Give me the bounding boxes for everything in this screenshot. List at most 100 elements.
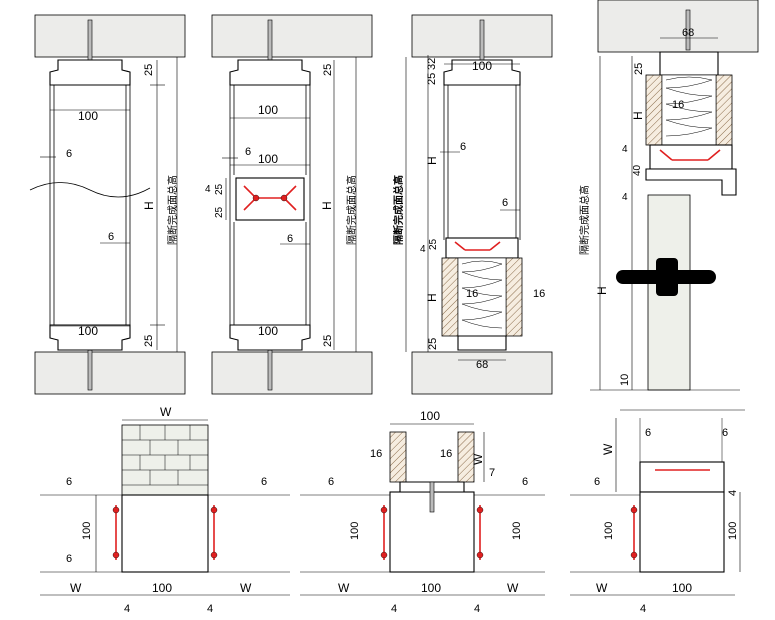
plan-3: 6 6 W 6 4 100 100 W 100 4 xyxy=(570,409,745,615)
dim-gap-a: 6 xyxy=(66,148,72,160)
dim-m4-l: 4 xyxy=(124,603,130,615)
dim-gap-a: 6 xyxy=(460,141,466,153)
wall-right xyxy=(208,494,290,573)
dim-width-bottom: 100 xyxy=(78,324,98,338)
dim-width: 100 xyxy=(672,581,692,595)
dim-width-top: 100 xyxy=(78,109,98,123)
dim-gap-a: 6 xyxy=(245,146,251,158)
glass-head-profile xyxy=(639,461,725,493)
seal-node xyxy=(210,551,218,559)
seal-node xyxy=(210,506,218,514)
dim-depth: 100 xyxy=(81,522,93,540)
insulation-core xyxy=(661,74,717,146)
dim-gap-r: 6 xyxy=(522,476,528,488)
dim-depth-r: 100 xyxy=(727,522,739,540)
dim-right-16: 16 xyxy=(533,288,545,300)
tile-pattern xyxy=(122,425,208,486)
ceiling-slab xyxy=(34,14,186,58)
plan-1: W 6 6 100 6 W 100 W 4 4 xyxy=(40,405,290,615)
dim-w: W xyxy=(601,443,615,455)
seal-profile xyxy=(659,149,721,161)
bottom-track xyxy=(457,335,507,351)
seal-node xyxy=(280,194,288,202)
dim-width: 100 xyxy=(152,581,172,595)
dim-w-right: W xyxy=(507,581,519,595)
ceiling-anchor-screw xyxy=(87,19,93,61)
dim-width-top: 100 xyxy=(472,59,492,73)
section-caption: 隔断完成面总高 xyxy=(578,185,591,255)
dim-width-top: 68 xyxy=(682,27,694,39)
dim-gap-r: 6 xyxy=(261,476,267,488)
top-track xyxy=(659,51,719,76)
ceiling-anchor-screw xyxy=(267,19,273,61)
floor-anchor-screw xyxy=(87,349,93,391)
insulation-pattern xyxy=(665,76,713,137)
wall-stud xyxy=(121,494,209,573)
seal-profile xyxy=(243,185,297,211)
dim-top-32: 32 xyxy=(426,58,438,70)
glass-head-profile xyxy=(645,168,737,196)
timber-cladding-left xyxy=(645,74,663,146)
wall-left xyxy=(570,494,640,573)
dim-h: H xyxy=(320,201,334,210)
dim-gap-b: 6 xyxy=(502,197,508,209)
floor-slab xyxy=(211,351,373,395)
insulation-pattern xyxy=(461,260,503,329)
dim-width-bottom: 68 xyxy=(476,359,488,371)
anchor-screw xyxy=(429,481,435,513)
section-4: 68 25 H 16 4 40 4 H 10 隔断完成面总高 xyxy=(578,0,759,391)
timber-cladding-left xyxy=(389,431,407,483)
section-3: 25 32 100 H 6 6 25 4 H 16 16 25 68 隔断完成面… xyxy=(392,14,553,395)
dim-depth-r: 100 xyxy=(511,522,523,540)
dim-m4-b: 4 xyxy=(640,603,646,615)
dim-w-top: W xyxy=(160,405,172,419)
timber-cladding-right xyxy=(505,257,523,337)
section-caption: 隔断完成面总高 xyxy=(166,175,179,245)
door-handle xyxy=(616,258,716,296)
plan-2: 100 16 16 W 7 6 6 100 100 W 100 W 4 4 xyxy=(300,409,545,615)
dim-gap-b: 6 xyxy=(108,231,114,243)
dim-w16-l: 16 xyxy=(370,448,382,460)
section-1: 25 100 6 H 6 100 25 隔断完成面总高 xyxy=(29,14,186,395)
dim-m4a: 4 xyxy=(622,144,628,155)
middle-transom xyxy=(445,237,519,259)
seal-node xyxy=(476,506,484,514)
dim-gap-top-l: 6 xyxy=(645,427,651,439)
dim-m40: 40 xyxy=(632,164,643,176)
floor-slab xyxy=(411,351,553,395)
dim-width: 100 xyxy=(421,581,441,595)
dim-m4: 4 xyxy=(205,184,211,195)
seal-node xyxy=(630,551,638,559)
bottom-track xyxy=(49,324,131,351)
floor-anchor-screw xyxy=(267,349,273,391)
dim-m4: 4 xyxy=(727,490,739,496)
wall-left xyxy=(300,494,390,573)
bottom-track xyxy=(229,324,311,351)
dim-gap-l: 6 xyxy=(66,476,72,488)
ceiling-anchor-screw xyxy=(685,9,691,51)
dim-top-width: 100 xyxy=(420,409,440,423)
seal-node xyxy=(112,506,120,514)
dim-w-left: W xyxy=(70,581,82,595)
dim-m7: 7 xyxy=(489,467,495,479)
dim-w-right: W xyxy=(240,581,252,595)
seal-node xyxy=(252,194,260,202)
dim-top-25: 25 xyxy=(143,64,155,76)
section-caption: 隔断完成面总高 xyxy=(392,175,405,245)
dim-bottom-25: 25 xyxy=(143,335,155,347)
dim-m4-r: 4 xyxy=(474,603,480,615)
middle-transom xyxy=(235,177,305,221)
dim-width-bottom: 100 xyxy=(258,324,278,338)
dim-width-mid: 100 xyxy=(258,152,278,166)
dim-w-left: W xyxy=(338,581,350,595)
dim-m25a: 25 xyxy=(214,183,225,195)
seal-node xyxy=(476,551,484,559)
dim-h-bottom: H xyxy=(425,293,439,302)
seal-node xyxy=(112,551,120,559)
seal-profile xyxy=(454,241,501,251)
dim-w: W xyxy=(471,453,485,465)
dim-m4: 4 xyxy=(420,244,426,255)
ceiling-slab xyxy=(597,0,759,53)
wall-left xyxy=(40,494,122,573)
